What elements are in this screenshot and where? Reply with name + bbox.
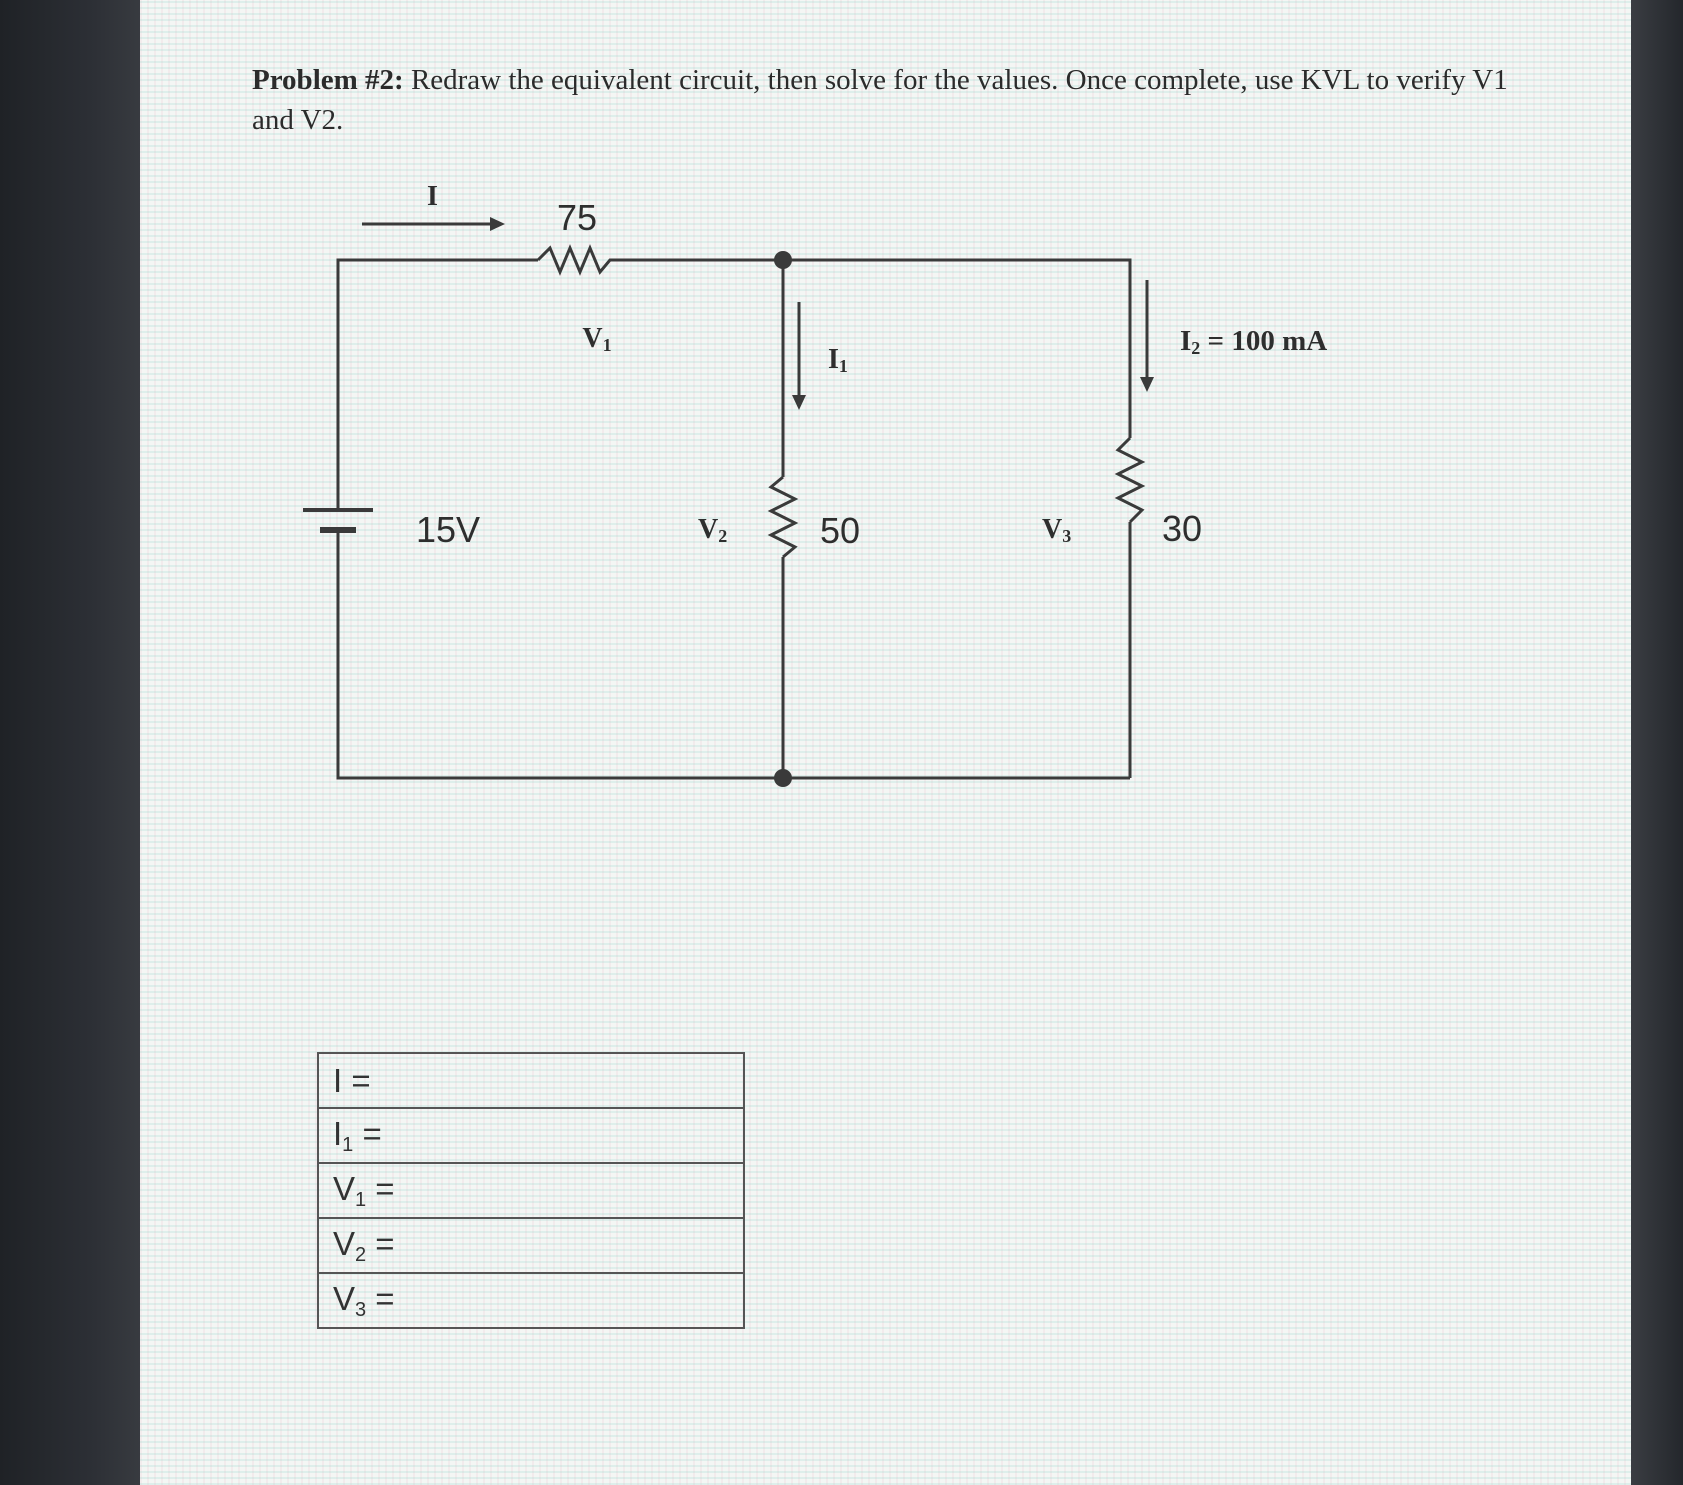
answer-label: I	[333, 1114, 343, 1152]
problem-number: Problem #2:	[252, 64, 404, 96]
answer-row: I1 =	[317, 1107, 745, 1164]
worksheet-page: Problem #2: Redraw the equivalent circui…	[140, 0, 1631, 1485]
desk-edge-right	[1631, 0, 1683, 1485]
resistor-50-value: 50	[820, 510, 860, 551]
resistor-50	[767, 475, 799, 559]
current-arrow-i	[362, 217, 505, 231]
answer-equals: =	[366, 1224, 395, 1262]
resistor-75	[536, 244, 652, 276]
answer-row: V2 =	[317, 1217, 745, 1274]
answer-cell[interactable]: V3 =	[317, 1272, 745, 1329]
node-bottom	[774, 769, 792, 787]
answer-label: V	[333, 1169, 356, 1207]
answer-cell[interactable]: V2 =	[317, 1217, 745, 1274]
battery-15v	[303, 508, 373, 533]
v1-label: V1	[582, 323, 611, 355]
answer-label: V	[333, 1224, 356, 1262]
i2-label: I2 = 100 mA	[1180, 325, 1327, 358]
answer-cell[interactable]: V1 =	[317, 1162, 745, 1219]
answer-label: V	[333, 1279, 356, 1317]
problem-instructions: Redraw the equivalent circuit, then solv…	[252, 64, 1508, 136]
resistor-75-value: 75	[557, 197, 597, 238]
resistor-30	[1114, 436, 1146, 524]
answer-row: V3 =	[317, 1272, 745, 1329]
answer-label: I	[333, 1061, 343, 1099]
current-i-label: I	[427, 181, 438, 212]
answer-subscript: 1	[342, 1133, 354, 1156]
answer-row: V1 =	[317, 1162, 745, 1219]
circuit-diagram: I 75 V1 I1 I2 = 100 mA 15V V2 50 V3 30	[303, 181, 1327, 787]
wire-top-left	[336, 258, 538, 445]
answer-subscript: 2	[355, 1243, 367, 1266]
answer-equals: =	[342, 1061, 371, 1099]
answer-cell[interactable]: I =	[317, 1052, 745, 1109]
answer-equals: =	[366, 1169, 395, 1207]
node-top	[774, 251, 792, 269]
answer-equals: =	[353, 1114, 382, 1152]
wire-top-right	[652, 258, 1132, 438]
i1-label: I1	[828, 344, 848, 376]
answer-subscript: 1	[355, 1188, 367, 1211]
answer-row: I =	[317, 1052, 745, 1109]
answer-equals: =	[366, 1279, 395, 1317]
source-value: 15V	[416, 509, 480, 550]
resistor-30-value: 30	[1162, 508, 1202, 549]
desk-edge-left	[0, 0, 150, 1485]
answer-table: I =I1 =V1 =V2 =V3 =	[317, 1052, 745, 1329]
answer-cell[interactable]: I1 =	[317, 1107, 745, 1164]
problem-statement: Problem #2: Redraw the equivalent circui…	[252, 60, 1552, 140]
current-arrow-i2	[1140, 280, 1154, 392]
current-arrow-i1	[792, 302, 806, 410]
answer-subscript: 3	[355, 1298, 367, 1321]
wire-bottom	[336, 555, 1130, 780]
v2-label: V2	[698, 514, 727, 546]
v3-label: V3	[1042, 514, 1071, 546]
